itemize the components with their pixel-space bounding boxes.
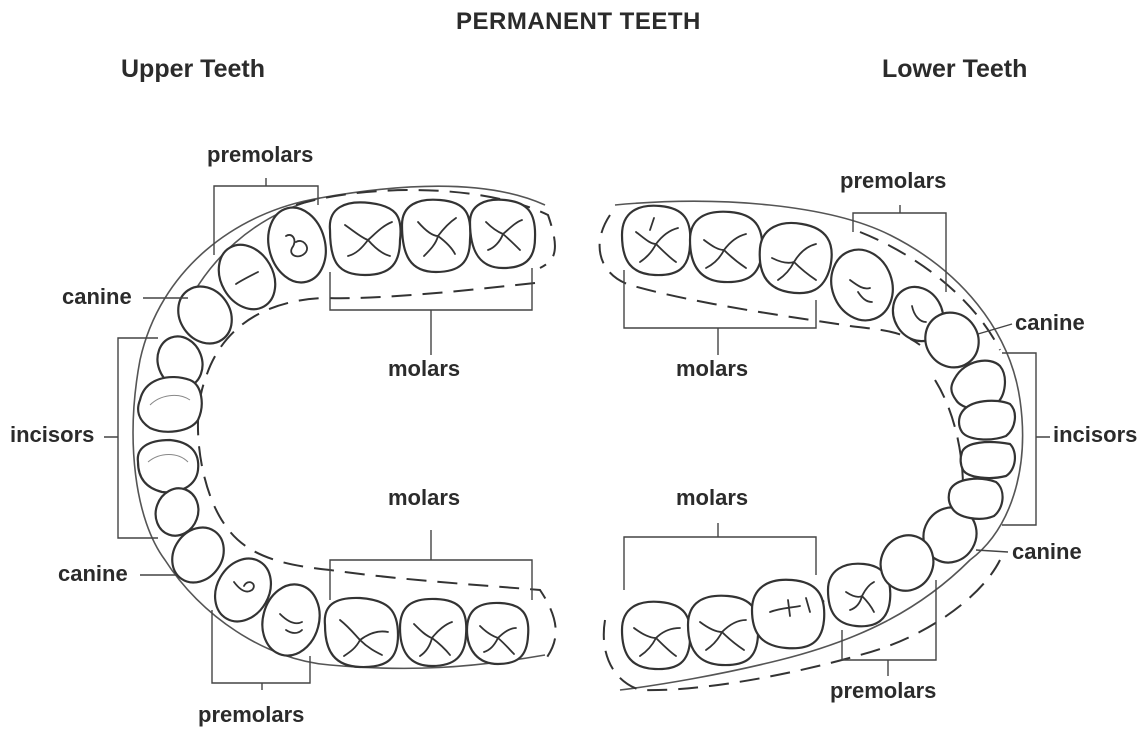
lower-incisors-label: incisors <box>1053 422 1137 448</box>
upper-molar-tooth <box>400 599 466 666</box>
upper-premolars-bottom-label: premolars <box>198 702 304 728</box>
lower-canine-bottom-label: canine <box>1012 539 1082 565</box>
lower-molars-bottom-label: molars <box>676 485 748 511</box>
upper-canines <box>162 276 243 592</box>
lower-premolars-top-label: premolars <box>840 168 946 194</box>
upper-premolars-top-label: premolars <box>207 142 313 168</box>
lower-molars <box>622 206 832 293</box>
upper-incisors <box>138 330 210 542</box>
upper-incisor-tooth <box>138 377 202 432</box>
upper-molars <box>330 200 535 275</box>
molars-top-bracket <box>330 268 532 355</box>
molars-bottom-bracket <box>330 530 532 600</box>
lower-molars-bottom <box>622 527 942 669</box>
upper-canine-bottom-label: canine <box>58 561 128 587</box>
upper-molars-bottom <box>325 598 529 667</box>
upper-molar-tooth <box>467 603 528 664</box>
lower-incisor-tooth <box>949 479 1003 519</box>
lower-premolars-bottom-label: premolars <box>830 678 936 704</box>
lower-incisor-tooth <box>961 442 1015 478</box>
lower-arch <box>600 201 1050 690</box>
upper-incisor-tooth <box>138 440 198 492</box>
upper-arch <box>104 178 556 690</box>
canine-top-leader <box>978 324 1012 334</box>
upper-premolars <box>204 201 334 662</box>
upper-molars-top-label: molars <box>388 356 460 382</box>
upper-canine-top-label: canine <box>62 284 132 310</box>
incisors-bracket <box>104 338 158 538</box>
lower-premolar-tooth <box>821 241 902 329</box>
upper-molars-bottom-label: molars <box>388 485 460 511</box>
upper-incisors-label: incisors <box>10 422 94 448</box>
incisors-bracket <box>1002 353 1050 525</box>
lower-molar-tooth <box>752 580 824 649</box>
lower-molars-top-label: molars <box>676 356 748 382</box>
lower-incisor-tooth <box>959 401 1015 440</box>
lower-canine-top-label: canine <box>1015 310 1085 336</box>
lower-molar-tooth <box>622 206 690 275</box>
lower-molar-tooth <box>622 602 690 669</box>
